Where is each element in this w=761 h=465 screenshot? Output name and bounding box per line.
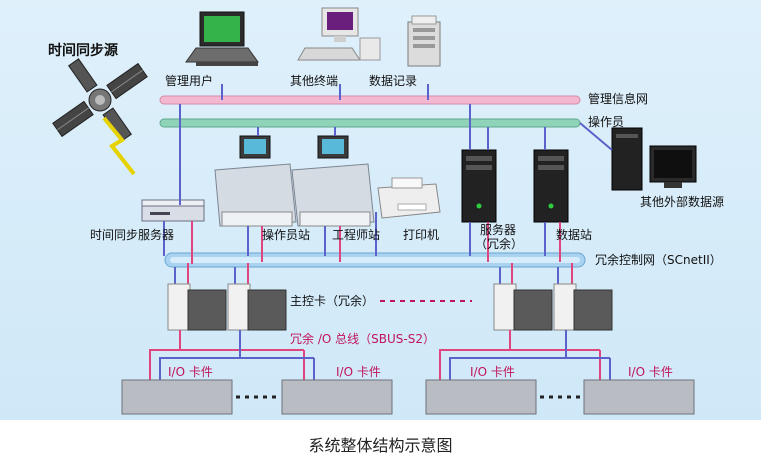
lightning-signal (102, 116, 136, 176)
io-card-label-3: I/O 卡件 (470, 365, 515, 379)
server-tower-icon (461, 149, 497, 223)
diagram-caption: 系统整体结构示意图 (308, 436, 453, 455)
diagram-graphics (52, 7, 697, 415)
admin-user-label: 管理用户 (165, 74, 214, 88)
io-bus-blue (159, 330, 611, 382)
external-data-label: 其他外部数据源 (640, 195, 725, 209)
control-network-bus-inner (170, 257, 580, 263)
printer-label: 打印机 (403, 228, 440, 242)
laptop-icon (185, 11, 259, 66)
printer-icon (377, 177, 441, 219)
data-station-tower-icon (533, 149, 569, 223)
io-card-label-4: I/O 卡件 (628, 365, 673, 379)
io-bus-label: 冗余 /O 总线（SBUS-S2） (290, 332, 435, 346)
operator-station-label: 操作员站 (262, 228, 311, 242)
station-wires-pink (261, 226, 341, 262)
time-server-icon (141, 199, 205, 222)
main-card-label: 主控卡（冗余） (290, 294, 375, 308)
mgmt-network-label: 管理信息网 (588, 92, 649, 106)
mgmt-network-bus (159, 95, 581, 105)
terminal-icon (297, 7, 381, 61)
control-network-label: 冗余控制网（SCnetII） (595, 253, 722, 267)
data-record-icon (407, 15, 441, 67)
time-server-label: 时间同步服务器 (90, 228, 175, 242)
control-to-cards-blue (174, 267, 559, 285)
station-wires-blue (247, 127, 336, 256)
io-bus-pink (149, 330, 601, 382)
control-to-cards-pink (187, 263, 573, 285)
time-source-label: 时间同步源 (48, 43, 118, 59)
data-station-label: 数据站 (556, 228, 593, 242)
io-card-label-1: I/O 卡件 (168, 365, 213, 379)
server-wires-pink (487, 222, 561, 262)
operator-label: 操作员 (588, 115, 625, 129)
other-terminal-label: 其他终端 (290, 74, 339, 88)
io-rack-icons (121, 379, 695, 415)
main-card-icon (167, 283, 287, 331)
server-redundant-label: （冗余） (475, 237, 524, 251)
server-wires-blue (469, 104, 546, 256)
operator-station-icon (214, 135, 297, 227)
engineer-station-label: 工程师站 (332, 228, 381, 242)
satellite-icon (52, 58, 148, 142)
io-card-label-2: I/O 卡件 (336, 365, 381, 379)
operator-workstation-icon (611, 127, 697, 191)
engineer-station-icon (291, 135, 375, 227)
main-card-right-icon (493, 283, 613, 331)
data-record-label: 数据记录 (369, 74, 418, 88)
server-label: 服务器 (480, 223, 517, 237)
time-server-wires (163, 104, 181, 256)
operator-network-bus (159, 118, 581, 128)
top-wires (221, 84, 429, 100)
